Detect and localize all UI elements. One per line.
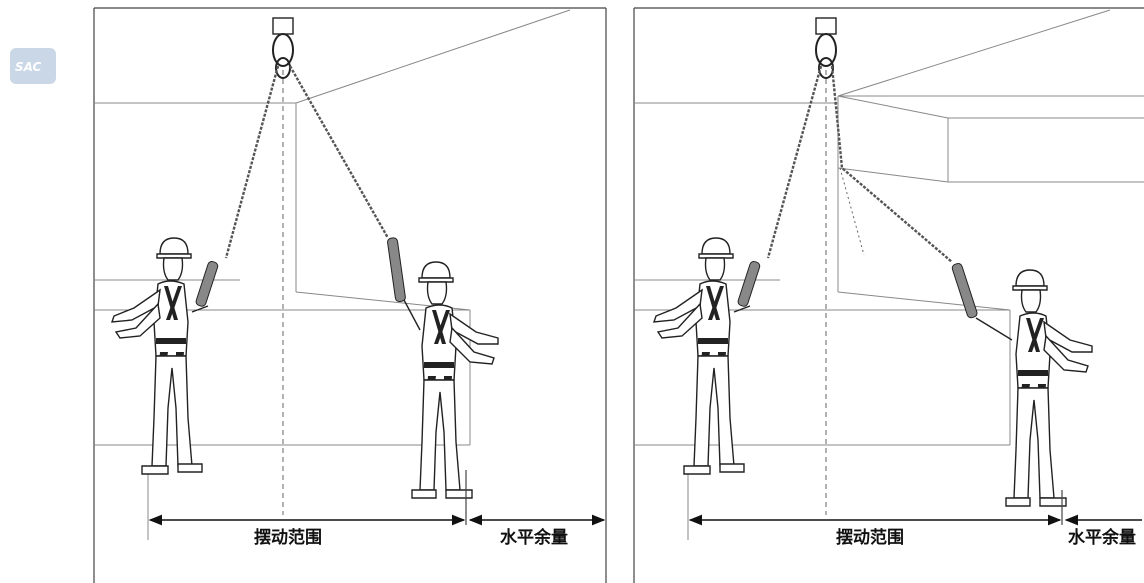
sac-logo: SAC xyxy=(10,48,56,84)
anchor-point xyxy=(815,17,837,79)
lanyard-right xyxy=(288,65,390,239)
logo-text: SAC xyxy=(15,60,42,74)
worker-right xyxy=(1005,269,1093,507)
swing-range-label: 摆动范围 xyxy=(254,527,322,548)
shock-absorber-left xyxy=(733,260,761,313)
clearance-label: 水平余量 xyxy=(1068,527,1136,548)
worker-right xyxy=(411,261,499,499)
anchor-point xyxy=(272,17,294,79)
lanyard-left xyxy=(766,65,823,259)
panel-1: 摆动范围 水平余量 xyxy=(93,7,607,583)
worker-left xyxy=(653,237,745,475)
worker-left xyxy=(111,237,203,475)
clearance-label: 水平余量 xyxy=(500,527,568,548)
panel-2: 摆动范围 水平余量 xyxy=(633,7,1144,583)
shock-absorber-right xyxy=(387,237,421,331)
swing-ghost-line xyxy=(839,167,865,256)
lanyard-right xyxy=(830,65,953,263)
shock-absorber-right xyxy=(951,262,1013,341)
lanyard-left xyxy=(224,65,280,259)
shock-absorber-left xyxy=(191,260,219,313)
swing-range-label: 摆动范围 xyxy=(836,527,904,548)
